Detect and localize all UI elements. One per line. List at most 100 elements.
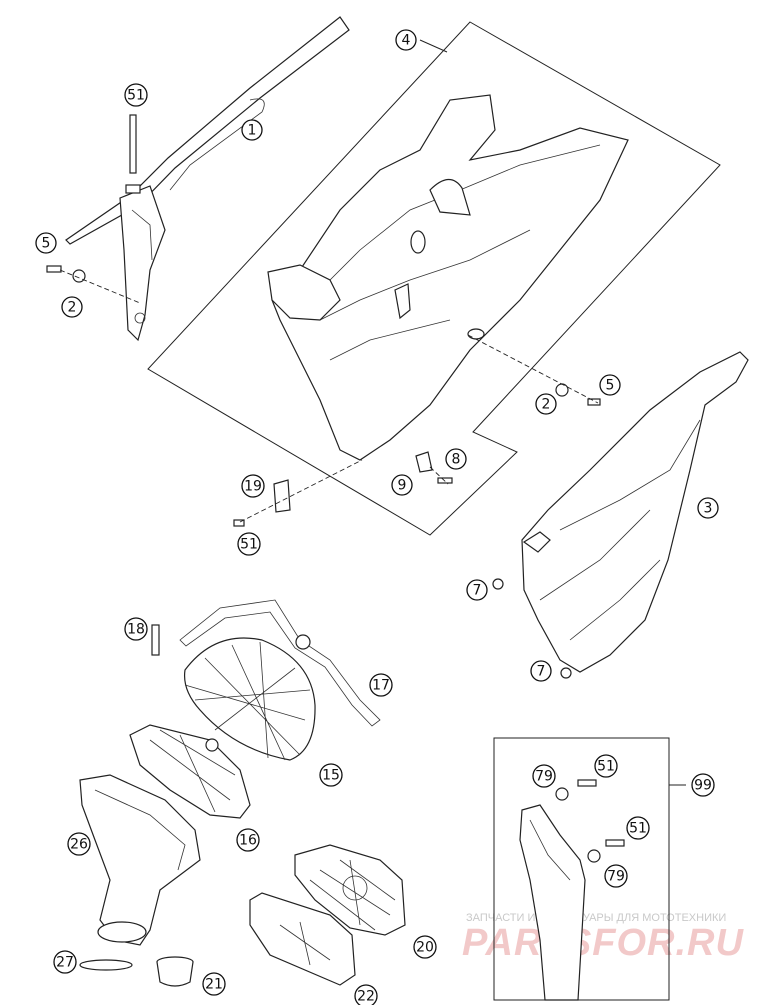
callout-circle <box>413 935 437 959</box>
callout-c20: 20 <box>413 935 437 959</box>
part-99-guard <box>519 804 586 1001</box>
callout-circle <box>124 83 148 107</box>
callout-label: 22 <box>357 989 375 1005</box>
group-4-leader <box>419 39 448 53</box>
part-22-gasket <box>249 892 356 986</box>
callout-circle <box>594 754 618 778</box>
callout-circle <box>236 828 260 852</box>
callout-c8: 8 <box>445 448 467 470</box>
callout-label: 2 <box>542 397 551 413</box>
part-17-wire-bracket <box>179 599 381 727</box>
part-20-filter-cover <box>294 844 406 936</box>
callout-label: 16 <box>239 833 257 849</box>
callout-circle <box>369 673 393 697</box>
callout-c7b: 7 <box>530 660 552 682</box>
callout-label: 3 <box>704 501 713 517</box>
callout-label: 7 <box>537 664 546 680</box>
callout-c99: 99 <box>691 773 715 797</box>
callout-label: 15 <box>322 768 340 784</box>
callout-circle <box>691 773 715 797</box>
callout-c51b: 51 <box>237 532 261 556</box>
callout-c51c: 51 <box>594 754 618 778</box>
callout-c79b: 79 <box>604 864 628 888</box>
callout-circle <box>530 660 552 682</box>
watermark-tagline: ЗАПЧАСТИ И АКСЕССУАРЫ ДЛЯ МОТОТЕХНИКИ <box>466 912 726 924</box>
callout-c3: 3 <box>697 497 719 519</box>
callout-label: 5 <box>42 236 51 252</box>
part-1-bracket <box>65 16 350 342</box>
callout-c9: 9 <box>391 474 413 496</box>
part-21-sleeve <box>156 956 194 987</box>
callout-c4: 4 <box>395 29 417 51</box>
callout-circle <box>532 764 556 788</box>
callout-label: 2 <box>68 300 77 316</box>
callout-circle <box>35 232 57 254</box>
callout-label: 7 <box>473 583 482 599</box>
watermark-logo: PARTSFOR.RU <box>462 922 744 964</box>
callout-circle <box>241 474 265 498</box>
callout-circle <box>395 29 417 51</box>
watermark: ЗАПЧАСТИ И АКСЕССУАРЫ ДЛЯ МОТОТЕХНИКИ PA… <box>462 912 744 964</box>
callout-c51d: 51 <box>626 816 650 840</box>
callout-label: 4 <box>402 33 411 49</box>
callout-label: 21 <box>205 977 223 993</box>
callout-circle <box>391 474 413 496</box>
callout-label: 9 <box>398 478 407 494</box>
callout-c15: 15 <box>319 763 343 787</box>
callout-circle <box>626 816 650 840</box>
callout-c26: 26 <box>67 832 91 856</box>
callout-circle <box>599 374 621 396</box>
callout-c27: 27 <box>53 950 77 974</box>
callout-c18: 18 <box>124 617 148 641</box>
part-16-filter-cage <box>129 724 251 819</box>
callout-circle <box>604 864 628 888</box>
callout-label: 17 <box>372 678 390 694</box>
callout-c1: 1 <box>241 119 263 141</box>
callout-label: 20 <box>416 940 434 956</box>
callout-c17: 17 <box>369 673 393 697</box>
callout-circle <box>241 119 263 141</box>
group-99-frame <box>493 737 670 1001</box>
group-4-frame <box>147 21 721 536</box>
part-3-side-panel <box>521 351 749 673</box>
callout-circle <box>61 296 83 318</box>
callout-label: 26 <box>70 837 88 853</box>
callout-c5a: 5 <box>35 232 57 254</box>
callout-c7a: 7 <box>466 579 488 601</box>
callout-circle <box>202 972 226 996</box>
callout-circle <box>53 950 77 974</box>
callout-label: 99 <box>694 778 712 794</box>
callout-c2a: 2 <box>61 296 83 318</box>
callout-circle <box>354 984 378 1005</box>
part-4-airbox <box>267 94 629 461</box>
callout-label: 79 <box>607 869 625 885</box>
callout-circle <box>466 579 488 601</box>
callout-label: 8 <box>452 452 461 468</box>
small-hardware <box>46 114 625 863</box>
part-26-intake-boot <box>79 774 201 946</box>
callout-label: 18 <box>127 622 145 638</box>
callout-c22: 22 <box>354 984 378 1005</box>
callout-label: 51 <box>240 537 258 553</box>
callout-c16: 16 <box>236 828 260 852</box>
callout-label: 51 <box>597 759 615 775</box>
callout-c51a: 51 <box>124 83 148 107</box>
callout-label: 27 <box>56 955 74 971</box>
callout-circle <box>697 497 719 519</box>
callout-circle <box>319 763 343 787</box>
callout-c21: 21 <box>202 972 226 996</box>
callout-label: 79 <box>535 769 553 785</box>
assembly-lines <box>59 269 599 523</box>
callout-circle <box>67 832 91 856</box>
part-15-air-filter <box>183 637 316 761</box>
callout-label: 5 <box>606 378 615 394</box>
callout-c2b: 2 <box>535 393 557 415</box>
callout-c5b: 5 <box>599 374 621 396</box>
part-27-clamp-ring <box>79 959 133 971</box>
callout-c19: 19 <box>241 474 265 498</box>
callout-circle <box>237 532 261 556</box>
callout-label: 1 <box>248 123 257 139</box>
callout-label: 51 <box>629 821 647 837</box>
callout-label: 19 <box>244 479 262 495</box>
